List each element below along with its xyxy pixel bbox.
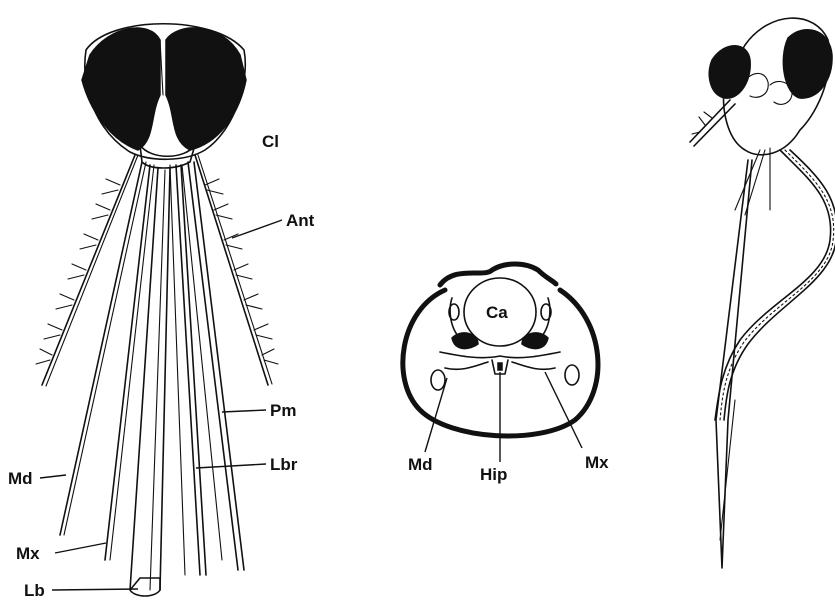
right-antenna [195,155,268,385]
left-antenna [42,155,135,385]
right-compound-eye [166,28,246,150]
label-mx: Mx [16,544,40,563]
label-lb: Lb [24,581,45,600]
cross-section-labels: Ca Md Hip Mx [408,303,609,484]
lateral-antenna [690,100,735,146]
label-cl: Cl [262,132,279,151]
label-md: Md [8,469,33,488]
label-md-section: Md [408,455,433,474]
label-ant: Ant [286,211,315,230]
front-view-mouthparts [60,162,244,596]
label-mx-section: Mx [585,453,609,472]
label-pm: Pm [270,401,296,420]
front-view-head [82,24,246,168]
lateral-view [690,18,835,568]
labrum-roof [440,264,556,285]
label-ca: Ca [486,303,508,322]
label-lbr: Lbr [270,455,298,474]
left-compound-eye [82,28,160,150]
lateral-fascicle [716,160,752,568]
labium [130,168,170,590]
lateral-eye-left [709,46,750,98]
label-hip: Hip [480,465,507,484]
